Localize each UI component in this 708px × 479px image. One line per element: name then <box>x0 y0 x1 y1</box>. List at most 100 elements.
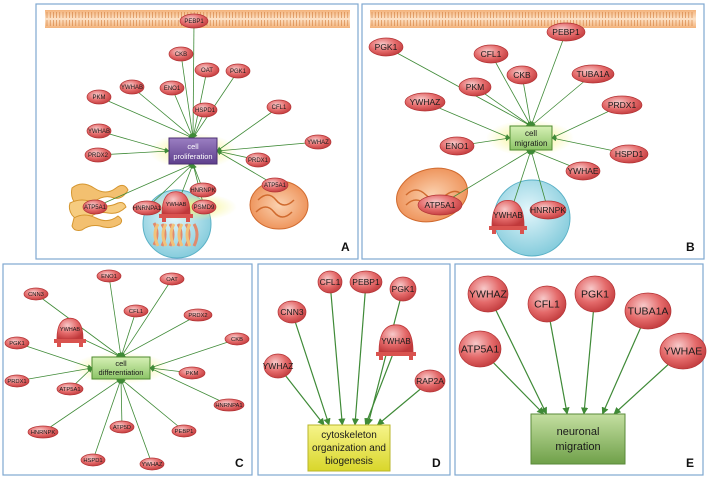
hub-c-label-line1: cell <box>115 359 127 368</box>
node-c-pebp1[interactable]: PEBP1 <box>171 424 197 438</box>
node-c-ywhaz[interactable]: YWHAZ <box>139 457 165 471</box>
node-label: ENO1 <box>101 274 117 280</box>
node-label: PRDX1 <box>608 100 637 110</box>
node-label: CFL1 <box>534 299 560 311</box>
node-a-psmd9[interactable]: PSMD9 <box>191 199 217 215</box>
node-b-hnrnpk[interactable]: HNRNPK <box>529 200 567 220</box>
node-b-pkm[interactable]: PKM <box>458 77 492 97</box>
node-d-cfl1[interactable]: CFL1 <box>317 270 343 294</box>
hub-c[interactable]: cell differentiation <box>91 356 151 380</box>
edge-a-9 <box>98 130 170 153</box>
node-d-ywhaz[interactable]: YWHAZ <box>263 353 294 379</box>
node-a-ywhab[interactable]: YWHAB <box>86 123 112 139</box>
node-d-pebp1[interactable]: PEBP1 <box>349 270 383 294</box>
node-b-ckb[interactable]: CKB <box>506 65 538 85</box>
node-e-ywhaz[interactable]: YWHAZ <box>467 275 509 313</box>
node-a-ywhab[interactable]: YWHAB <box>159 191 193 222</box>
node-e-tuba1a[interactable]: TUBA1A <box>624 292 672 330</box>
node-d-cnn3[interactable]: CNN3 <box>277 300 307 324</box>
node-a-prdx1[interactable]: PRDX1 <box>245 152 271 168</box>
node-e-ywhae[interactable]: YWHAE <box>659 332 707 370</box>
node-a-pkm[interactable]: PKM <box>86 89 112 105</box>
node-label: PEBP1 <box>352 277 380 287</box>
node-label: PEBP1 <box>184 19 204 25</box>
edge-a-5 <box>171 87 194 139</box>
hub-a-label-line1: cell <box>187 142 199 151</box>
node-e-cfl1[interactable]: CFL1 <box>527 285 567 323</box>
node-c-prdx1[interactable]: PRDX1 <box>4 374 30 388</box>
node-label: PKM <box>186 371 199 377</box>
node-a-cfl1[interactable]: CFL1 <box>266 99 292 115</box>
node-b-hspd1[interactable]: HSPD1 <box>609 144 649 164</box>
node-label: ENO1 <box>164 86 181 92</box>
node-a-prdx2[interactable]: PRDX2 <box>84 147 112 163</box>
node-label: PGK1 <box>9 341 24 347</box>
node-a-atp5a1[interactable]: ATP5A1 <box>261 177 289 193</box>
node-c-atp5d[interactable]: ATP5D <box>109 420 135 434</box>
node-c-eno1[interactable]: ENO1 <box>96 269 122 283</box>
node-b-ywhae[interactable]: YWHAE <box>565 161 601 181</box>
node-label: PGK1 <box>392 284 415 294</box>
hub-b[interactable]: cell migration <box>509 125 553 151</box>
node-e-pgk1[interactable]: PGK1 <box>574 275 616 313</box>
node-c-hspd1[interactable]: HSPD1 <box>80 453 106 467</box>
edge-c-7 <box>149 338 238 369</box>
node-d-ywhab[interactable]: YWHAB <box>376 324 416 360</box>
node-d-pgk1[interactable]: PGK1 <box>389 276 417 302</box>
node-a-pgk1[interactable]: PGK1 <box>225 63 251 79</box>
node-label: YWHAZ <box>307 140 329 146</box>
node-b-cfl1[interactable]: CFL1 <box>473 44 509 64</box>
node-a-oat[interactable]: OAT <box>194 62 220 78</box>
node-c-pkm[interactable]: PKM <box>178 366 206 380</box>
node-label: YWHAB <box>381 337 411 346</box>
node-b-atp5a1[interactable]: ATP5A1 <box>417 194 463 216</box>
node-c-cfl1[interactable]: CFL1 <box>123 304 149 318</box>
hub-a[interactable]: cell proliferation <box>168 137 218 165</box>
node-b-pgk1[interactable]: PGK1 <box>368 37 404 57</box>
node-d-rap2a[interactable]: RAP2A <box>414 369 446 393</box>
node-b-tuba1a[interactable]: TUBA1A <box>571 64 615 84</box>
panel-letter-d: D <box>432 456 441 470</box>
node-a-hnrnpk[interactable]: HNRNPK <box>189 182 217 198</box>
node-b-ywhaz[interactable]: YWHAZ <box>404 92 446 112</box>
edge-b-1 <box>490 53 532 127</box>
node-label: ATP5D <box>113 425 131 431</box>
node-label: PRDX1 <box>248 158 269 164</box>
node-label: YWHAE <box>664 346 703 358</box>
node-c-ckb[interactable]: CKB <box>224 332 250 346</box>
node-a-hnrnpa1[interactable]: HNRNPA1 <box>132 200 162 216</box>
edge-e-2 <box>580 293 596 415</box>
node-a-hspd1[interactable]: HSPD1 <box>192 102 218 118</box>
node-c-ywhab[interactable]: YWHAB <box>54 317 86 347</box>
node-b-prdx1[interactable]: PRDX1 <box>601 95 643 115</box>
edge-e-0 <box>487 293 548 415</box>
node-label: ATP5A1 <box>424 200 455 210</box>
node-label: YWHAZ <box>469 289 508 301</box>
hub-d[interactable]: cytoskeleton organization and biogenesis <box>307 424 391 472</box>
node-a-atp5a1[interactable]: ATP5A1 <box>82 199 108 215</box>
node-a-ywhaz[interactable]: YWHAZ <box>304 134 332 150</box>
node-b-ywhab[interactable]: YWHAB <box>489 199 527 234</box>
node-a-pebp1[interactable]: PEBP1 <box>179 13 209 29</box>
hub-e[interactable]: neuronal migration <box>530 413 626 465</box>
panel-letter-c: C <box>235 456 244 470</box>
node-c-oat[interactable]: OAT <box>159 272 185 286</box>
node-c-cnn3[interactable]: CNN3 <box>23 287 49 301</box>
node-a-eno1[interactable]: ENO1 <box>159 80 185 96</box>
edge-a-4 <box>131 86 194 139</box>
node-b-pebp1[interactable]: PEBP1 <box>546 22 586 42</box>
node-c-hnrnpk[interactable]: HNRNPK <box>27 425 59 439</box>
node-a-ckb[interactable]: CKB <box>168 46 194 62</box>
node-label: HNRNPA1 <box>215 403 242 409</box>
node-label: CKB <box>513 70 531 80</box>
node-b-eno1[interactable]: ENO1 <box>439 136 475 156</box>
node-e-atp5a1[interactable]: ATP5A1 <box>458 330 502 368</box>
node-c-hnrnpa1[interactable]: HNRNPA1 <box>213 398 245 412</box>
node-c-prdx2[interactable]: PRDX2 <box>183 308 213 322</box>
edge-a-13 <box>94 163 194 208</box>
node-c-atp5a1[interactable]: ATP5A1 <box>56 382 84 396</box>
node-a-ywhab[interactable]: YWHAB <box>119 79 145 95</box>
node-label: PGK1 <box>230 69 247 75</box>
node-c-pgk1[interactable]: PGK1 <box>4 336 30 350</box>
node-label: HSPD1 <box>195 108 216 114</box>
